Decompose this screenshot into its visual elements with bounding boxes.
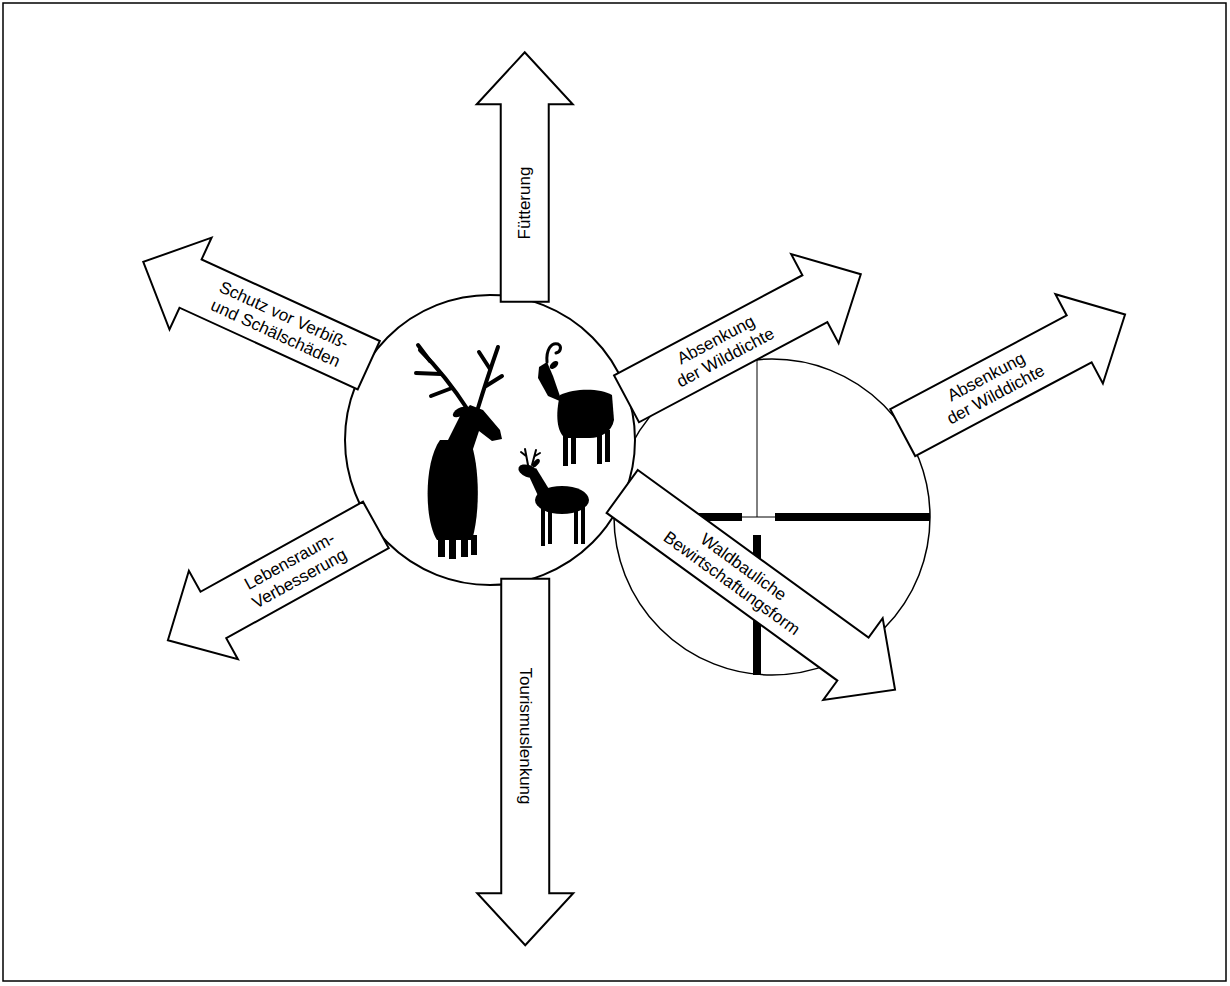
arrow-label: Tourismuslenkung — [515, 667, 535, 804]
antler-tine — [431, 388, 452, 396]
crosshair-line — [757, 359, 758, 517]
deer-leg — [461, 535, 468, 557]
roe-leg — [548, 506, 552, 544]
arrow-band: Tourismuslenkung — [477, 579, 573, 945]
arrow-shape — [603, 230, 885, 444]
arrow-band: Schutz vor Verbiß- und Schälschäden — [122, 216, 390, 411]
chamois-leg — [571, 434, 576, 464]
arrow-band: Absenkung der Wilddichte — [879, 270, 1149, 477]
arrow-band: Fütterung — [477, 52, 573, 301]
chamois-silhouette — [538, 344, 614, 466]
antler-beam — [478, 347, 498, 408]
roe-leg — [541, 506, 545, 546]
arrow-shape — [593, 451, 925, 731]
chamois-horn — [547, 344, 561, 362]
deer-leg — [449, 535, 456, 559]
deer-body — [428, 440, 478, 540]
game-circle — [345, 295, 635, 585]
chamois-leg — [563, 434, 568, 466]
arrow-label: Fütterung — [515, 166, 535, 239]
roe-deer-silhouette — [517, 449, 589, 546]
arrow-shape — [143, 481, 400, 685]
antler-tine — [479, 352, 490, 369]
roe-leg — [581, 504, 585, 544]
arrow-shape — [477, 52, 573, 301]
crosshair-bar — [775, 513, 930, 521]
chamois-head — [538, 362, 562, 402]
deer-antlers — [416, 345, 502, 410]
antler-tine — [486, 376, 502, 386]
antler-tine — [416, 373, 441, 374]
antler-tine — [418, 345, 430, 361]
arrow-shape — [122, 216, 390, 411]
frame — [3, 3, 1226, 981]
deer-leg — [471, 535, 477, 555]
arrow-band: Lebensraum- Verbesserung — [143, 481, 400, 685]
arrow-label: Waldbauliche Bewirtschaftungsform — [650, 504, 827, 647]
arrow-shape — [879, 270, 1149, 477]
chamois-leg — [605, 430, 610, 462]
red-deer-silhouette — [416, 345, 502, 559]
roe-antlers — [521, 449, 540, 465]
arrow-band: Waldbauliche Bewirtschaftungsform — [593, 451, 925, 731]
deer-leg — [438, 535, 445, 557]
chamois-leg — [597, 434, 602, 464]
deer-head — [444, 405, 502, 452]
roe-leg — [574, 506, 578, 544]
chamois-ear — [548, 359, 560, 370]
arrow-band: Absenkung der Wilddichte — [603, 230, 885, 444]
arrow-shape — [477, 579, 573, 945]
